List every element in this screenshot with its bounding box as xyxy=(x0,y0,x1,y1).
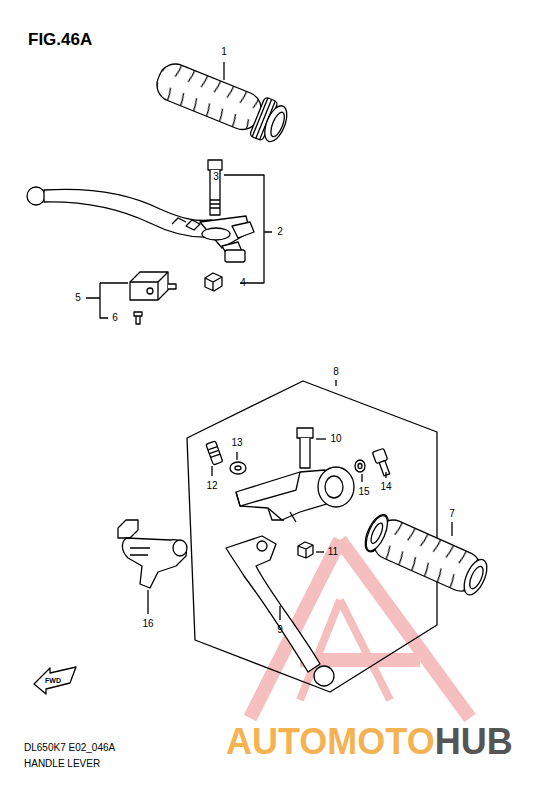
callout-number: 16 xyxy=(142,619,153,629)
adjuster-screw xyxy=(206,441,223,465)
callout-number: 8 xyxy=(333,367,339,377)
handle-grip xyxy=(151,57,292,147)
clutch-lever xyxy=(226,536,334,686)
clutch-switch xyxy=(118,520,187,588)
pivot-bolt xyxy=(208,160,222,215)
pivot-bolt xyxy=(297,428,313,468)
callout-number: 3 xyxy=(213,172,219,182)
lever-holder xyxy=(236,467,354,522)
nut xyxy=(205,273,222,291)
leader-line xyxy=(361,474,362,482)
clamp-bolt xyxy=(372,448,392,477)
callout-number: 14 xyxy=(380,482,391,492)
callout-number: 4 xyxy=(240,278,246,288)
leader-line xyxy=(335,380,336,386)
callout-number: 9 xyxy=(277,625,283,635)
callout-number: 11 xyxy=(328,547,338,557)
callout-number: 10 xyxy=(330,434,341,444)
leader-line xyxy=(236,452,237,460)
callout-number: 13 xyxy=(231,438,242,448)
leader-line xyxy=(279,606,280,620)
leader-line xyxy=(385,472,386,478)
fwd-arrow xyxy=(34,667,76,694)
callout-number: 6 xyxy=(112,313,118,323)
leader-line xyxy=(223,62,224,80)
callout-number: 5 xyxy=(75,293,81,303)
leader-line xyxy=(316,438,326,439)
spring xyxy=(230,462,246,474)
bracket-line xyxy=(86,283,128,318)
screw xyxy=(134,312,142,324)
callout-number: 1 xyxy=(221,47,227,57)
leader-line xyxy=(147,590,148,614)
callout-number: 7 xyxy=(449,509,455,519)
watermark: AUTOMOTO xyxy=(226,724,435,760)
direction-label: FWD xyxy=(45,677,61,684)
bracket-line xyxy=(224,175,272,283)
figure-code: DL650K7 E02_046A xyxy=(24,743,115,753)
leader-line xyxy=(211,466,212,476)
callout-number: 12 xyxy=(206,481,217,491)
watermark: HUB xyxy=(435,724,513,760)
leader-line xyxy=(316,551,324,552)
callout-number: 15 xyxy=(358,487,369,497)
washer xyxy=(355,460,365,472)
callout-number: 2 xyxy=(277,227,283,237)
handle-grip xyxy=(360,511,491,599)
figure-title: FIG.46A xyxy=(28,31,92,48)
brake-switch xyxy=(130,272,176,300)
nut xyxy=(298,542,313,558)
figure-caption: HANDLE LEVER xyxy=(24,759,100,769)
leader-line xyxy=(451,522,452,536)
